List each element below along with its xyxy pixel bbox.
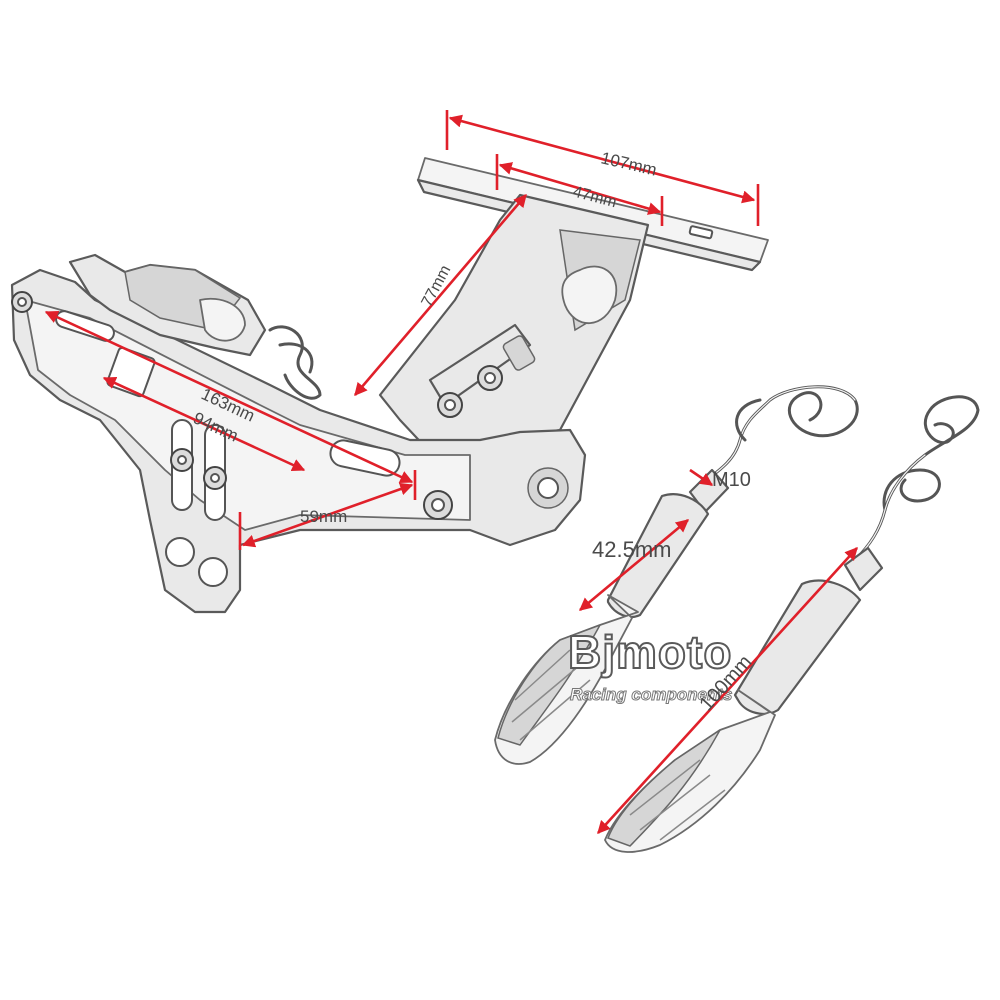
dimension-m10: M10 (689, 468, 751, 491)
dimension-59mm: 59mm (238, 470, 417, 550)
watermark-brand: Bjmoto (568, 626, 732, 678)
turn-signal-right (604, 395, 980, 853)
dim-label-m10: M10 (712, 469, 751, 491)
bracket-arm (378, 193, 650, 454)
dim-label-59mm: 59mm (300, 507, 347, 526)
dim-label-42-5mm: 42.5mm (592, 537, 671, 562)
dim-label-107mm: 107mm (599, 148, 659, 179)
